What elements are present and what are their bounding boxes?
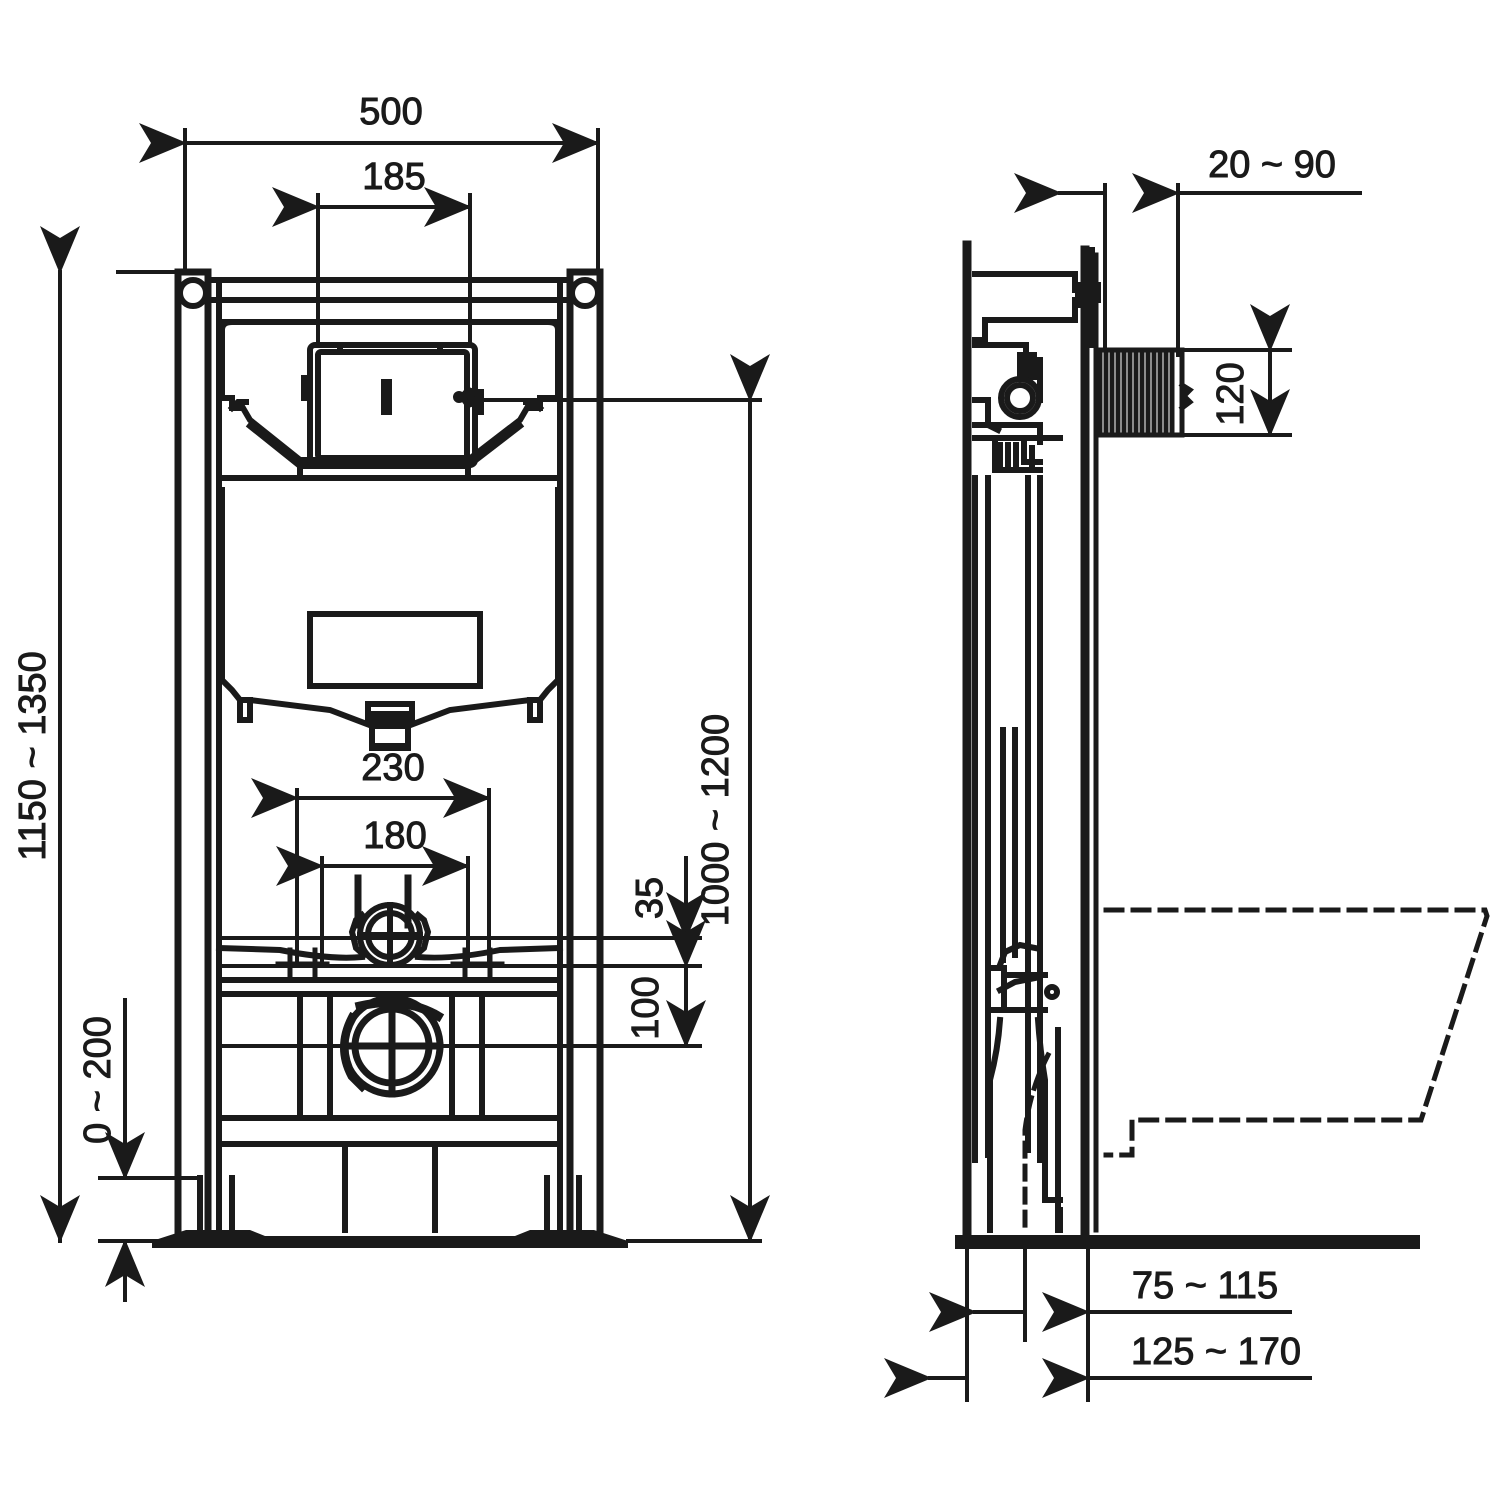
dim-label-seat-height: 1000 ~ 1200 (695, 714, 737, 926)
frame-inner-uprights (216, 282, 563, 1243)
dim-label-top-bracket-width: 185 (362, 156, 425, 198)
flush-plate-block (1097, 347, 1194, 438)
frame-mount-eye-right (569, 277, 601, 309)
cistern-lower-body (219, 487, 561, 751)
wc-bowl-outline-dashed (1103, 907, 1490, 1158)
dimension-top-bracket-width (272, 187, 472, 347)
dim-label-waste-outlet-depth: 75 ~ 115 (1132, 1265, 1278, 1307)
floor-plate (152, 1230, 628, 1248)
cistern-access-opening (301, 342, 484, 468)
extension-lines-right (217, 398, 762, 1243)
dim-label-waste-offset-small: 35 (629, 877, 671, 919)
dimension-overall-width (139, 123, 600, 274)
dimension-flush-plate-projection (1014, 173, 1362, 357)
side-section-view: 20 ~ 90 120 75 ~ 115 125 ~ 170 (884, 144, 1490, 1402)
dim-label-overall-height: 1150 ~ 1350 (12, 651, 54, 861)
dim-label-flush-plate-projection: 20 ~ 90 (1208, 144, 1336, 186)
dimension-flush-plate-height (1180, 304, 1292, 437)
side-waste-trap-dashed (1022, 1051, 1052, 1238)
dim-label-flush-plate-height: 120 (1210, 362, 1252, 425)
dim-label-frame-total-depth: 125 ~ 170 (1131, 1331, 1301, 1373)
side-cistern-body (972, 342, 1063, 1163)
side-floor-plate (955, 1235, 1420, 1249)
front-elevation-view: 500 185 1150 ~ 1350 0 ~ 200 2 (12, 91, 770, 1302)
frame-lower-rails (216, 991, 563, 1233)
dimension-frame-total-depth (884, 1243, 1312, 1402)
dimension-floor-offset (98, 998, 202, 1302)
dimension-bolt-spacing-inner (276, 846, 470, 962)
dim-label-floor-offset: 0 ~ 200 (77, 1016, 119, 1144)
side-upper-bracket (972, 247, 1101, 348)
frame-head-rails (205, 277, 573, 325)
dim-label-waste-offset-large: 100 (625, 976, 667, 1039)
dim-label-bolt-spacing-inner: 180 (363, 815, 426, 857)
dim-label-bolt-spacing-outer: 230 (361, 747, 424, 789)
side-internal-pipework (985, 727, 1063, 1233)
dim-label-overall-width: 500 (359, 91, 422, 133)
frame-feet (197, 1175, 582, 1233)
frame-mount-eye-left (177, 277, 209, 309)
